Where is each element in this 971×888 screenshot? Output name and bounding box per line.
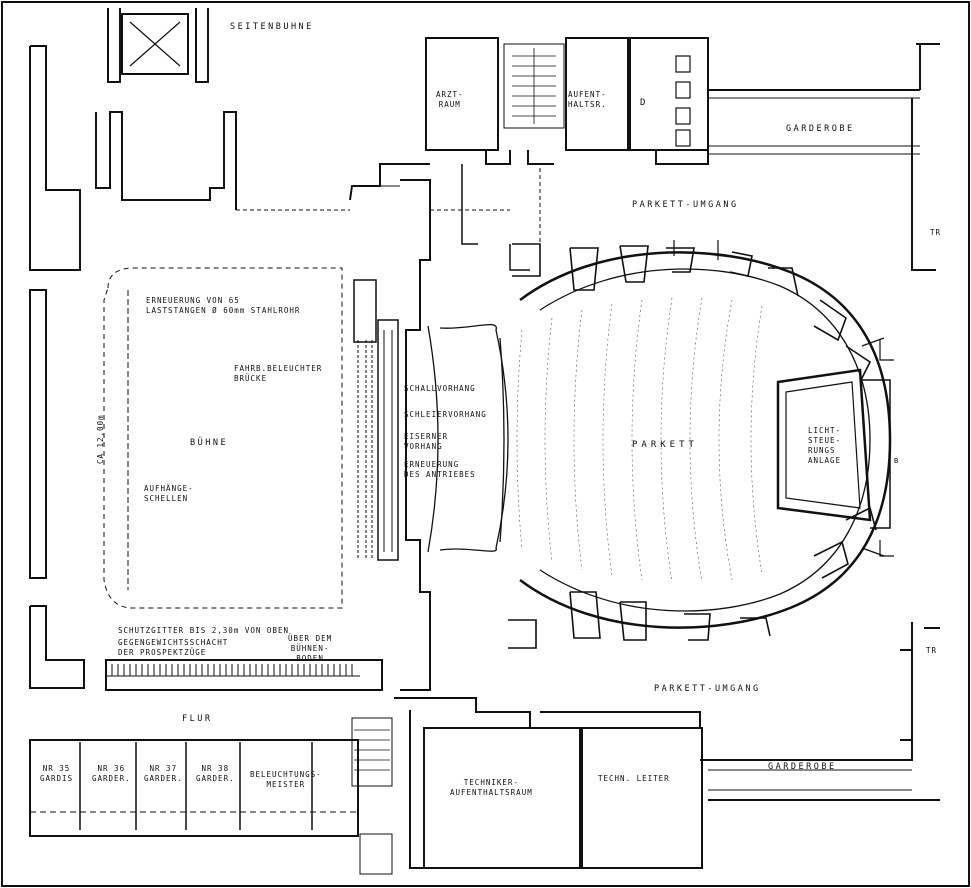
label-gard37: NR 37 GARDER. <box>144 764 183 783</box>
bottom-rooms <box>29 697 703 875</box>
label-fahrb-beleuchter: FAHRB.BELEUCHTER BRÜCKE <box>234 364 323 383</box>
label-beleuchtungsmeister: BELEUCHTUNGS- MEISTER <box>250 770 322 789</box>
label-techn-leiter: TECHN. LEITER <box>598 774 670 783</box>
label-eiserner-vorhang: EISERNER VORHANG <box>404 432 449 451</box>
label-ca-dimension: CA 12,00m <box>96 414 105 464</box>
label-aufenthaltsraum-top: AUFENT- HALTSR. <box>568 90 607 109</box>
lichtsteuerung-room <box>776 368 872 522</box>
seitenbuehne-walls <box>29 8 430 271</box>
label-parkett-umgang-top: PARKETT-UMGANG <box>632 200 739 210</box>
label-gard35: NR 35 GARDIS <box>40 764 74 783</box>
label-d: D <box>640 98 647 108</box>
proscenium <box>353 179 431 691</box>
label-buehne: BÜHNE <box>190 438 229 448</box>
label-tr-top: TR <box>930 228 942 237</box>
label-tr-bottom: TR <box>926 646 938 655</box>
label-aufhaenge-schellen: AUFHÄNGE- SCHELLEN <box>144 484 194 503</box>
label-schallvorhang: SCHALLVORHANG <box>404 384 476 393</box>
label-ueber-buehnenboden: ÜBER DEM BÜHNEN- BODEN <box>288 634 333 663</box>
stage-outline <box>103 267 343 609</box>
top-rooms <box>425 37 940 271</box>
label-licht-steuerungsanlage: LICHT- STEUE- RUNGS ANLAGE <box>808 426 842 465</box>
label-schleiervorhang: SCHLEIERVORHANG <box>404 410 487 419</box>
label-seitenbuehne: SEITENBUHNE <box>230 22 314 32</box>
label-arztraum: ARZT- RAUM <box>436 90 464 109</box>
label-gegengewichtsschacht: GEGENGEWICHTSSCHACHT DER PROSPEKTZÜGE <box>118 638 229 657</box>
label-gard36: NR 36 GARDER. <box>92 764 131 783</box>
label-erneuerung-antriebes: ERNEUERUNG DES ANTRIEBES <box>404 460 476 479</box>
label-techniker-aufenthaltsraum: TECHNIKER- AUFENTHALTSRAUM <box>450 778 533 797</box>
label-garderobe-top: GARDEROBE <box>786 124 855 134</box>
label-b: B <box>894 457 900 465</box>
label-parkett-umgang-bottom: PARKETT-UMGANG <box>654 684 761 694</box>
right-rooms <box>700 622 940 801</box>
left-wall <box>29 289 47 579</box>
eiserner-vorhang-line <box>439 323 509 552</box>
label-gard38: NR 38 GARDER. <box>196 764 235 783</box>
antrieb-line <box>499 337 505 543</box>
label-flur: FLUR <box>182 714 213 724</box>
label-schutzgitter: SCHUTZGITTER BIS 2,30m VON OBEN <box>118 626 289 635</box>
gegengewicht-shaft <box>105 659 383 691</box>
label-parkett: PARKETT <box>632 440 698 450</box>
label-erneuerung-laststangen: ERNEUERUNG VON 65 LASTSTANGEN Ø 60mm STA… <box>146 296 301 315</box>
schallvorhang-line <box>427 325 439 553</box>
label-garderobe-bottom: GARDEROBE <box>768 762 837 772</box>
